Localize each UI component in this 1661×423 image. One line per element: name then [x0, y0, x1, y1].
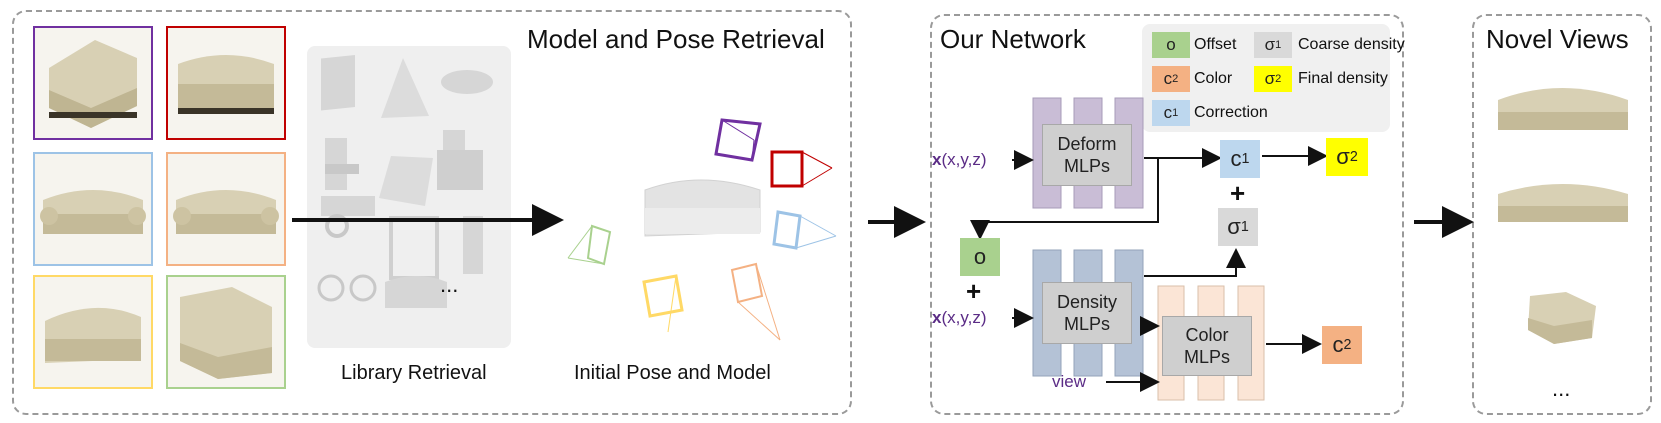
novel-views-panel: [1472, 14, 1652, 415]
legend-label-color: Color: [1194, 70, 1233, 87]
input-xyz-top: x(x,y,z): [932, 150, 987, 169]
input-xyz-bottom: x(x,y,z): [932, 308, 987, 327]
sofa-thumb-orange: [166, 152, 286, 266]
sofa-image: [40, 190, 146, 234]
plus-c1-sigma1: +: [1230, 178, 1246, 208]
library-ellipsis: ...: [440, 272, 459, 297]
retrieval-title: Model and Pose Retrieval: [527, 24, 825, 54]
sofa-thumb-yellow: [33, 275, 153, 389]
sofa-image: [178, 55, 274, 114]
sofa-image: [180, 287, 272, 379]
network-title: Our Network: [940, 24, 1086, 54]
initial-caption: Initial Pose and Model: [574, 362, 771, 384]
library-shapes-image: [317, 54, 493, 308]
sofa-image: [45, 307, 141, 363]
sofa-thumb-green: [166, 275, 286, 389]
model-library: [307, 46, 511, 348]
sofa-thumb-red: [166, 26, 286, 140]
legend-label-offset: Offset: [1194, 36, 1237, 53]
legend-label-correction: Correction: [1194, 104, 1268, 121]
deform-mlps-label: Deform MLPs: [1042, 124, 1132, 186]
plus-offset-xyz: +: [966, 276, 982, 306]
color-mlps-label: Color MLPs: [1162, 316, 1252, 376]
novel-views-title: Novel Views: [1486, 24, 1629, 54]
novel-views-ellipsis: ...: [1552, 376, 1571, 401]
sofa-thumb-blue: [33, 152, 153, 266]
legend-label-final-density: Final density: [1298, 70, 1388, 87]
input-view: view: [1052, 372, 1087, 391]
legend-swatch-offset: o: [1152, 32, 1190, 58]
density-mlps-label: Density MLPs: [1042, 282, 1132, 344]
sofa-image: [173, 190, 279, 234]
legend-label-coarse-density: Coarse density: [1298, 36, 1405, 53]
library-caption: Library Retrieval: [341, 362, 487, 384]
sofa-image: [49, 40, 137, 128]
node-offset: o: [960, 238, 1000, 276]
sofa-thumb-purple: [33, 26, 153, 140]
